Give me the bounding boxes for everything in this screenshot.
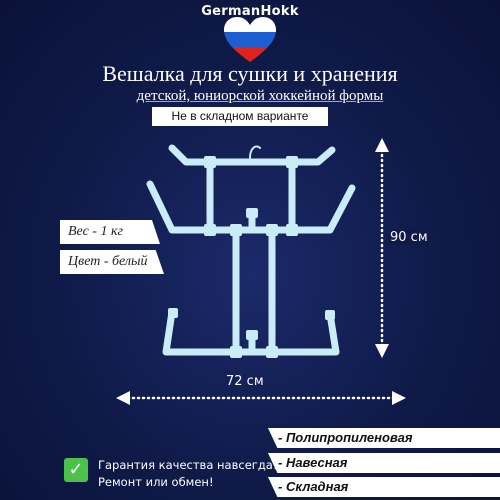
guarantee-line-1: Гарантия качества навсегда! (98, 458, 278, 472)
width-dimension-label: 72 см (226, 374, 264, 389)
height-dimension-label: 90 см (388, 230, 430, 245)
title-line-1: Вешалка для сушки и хранения (102, 61, 398, 86)
feature-folding: - Складная (268, 477, 500, 497)
variant-badge: Не в складном варианте (152, 107, 328, 126)
feature-hanging: - Навесная (268, 453, 500, 473)
guarantee-line-2: Ремонт или обмен! (98, 475, 214, 489)
title-line-2: детской, юниорской хоккейной формы (136, 88, 384, 104)
feature-material: - Полипропиленовая (268, 428, 500, 448)
russian-flag-heart-icon (224, 17, 276, 62)
brand-name: GermanHokk (201, 4, 299, 19)
weight-spec: Вес - 1 кг (60, 220, 160, 244)
check-icon: ✓ (64, 458, 88, 482)
color-spec: Цвет - белый (60, 250, 164, 274)
